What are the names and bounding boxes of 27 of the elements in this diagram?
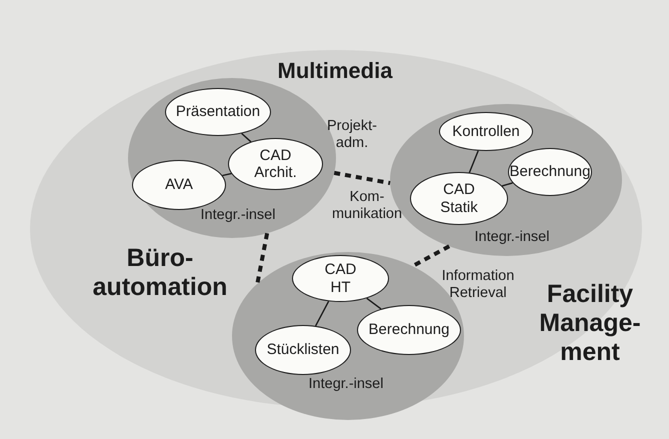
- area-title: Facility Manage- ment: [538, 280, 642, 366]
- system-ellipse: AVA: [132, 160, 226, 210]
- region-label: Projekt- adm.: [326, 118, 378, 152]
- connector-line: [366, 298, 382, 310]
- region-label: Kom- munikation: [330, 189, 404, 222]
- dashed-connector: [334, 170, 390, 186]
- system-ellipse: CAD Archit.: [228, 138, 323, 190]
- region-label: Integr.-insel: [200, 207, 276, 224]
- region-label: Integr.-insel: [474, 229, 550, 246]
- system-ellipse: CAD Statik: [410, 172, 508, 225]
- system-ellipse: Kontrollen: [439, 112, 533, 151]
- system-ellipse: Präsentation: [165, 88, 271, 136]
- connector-line: [222, 172, 232, 176]
- connector-line: [241, 132, 252, 142]
- system-ellipse: CAD HT: [292, 255, 389, 302]
- system-ellipse: Berechnung: [508, 148, 592, 196]
- dashed-connector: [255, 232, 270, 284]
- system-ellipse: Berechnung: [357, 305, 461, 355]
- connector-line: [502, 182, 513, 187]
- dashed-connector: [412, 244, 450, 268]
- connector-line: [314, 300, 330, 326]
- connector-line: [468, 150, 479, 173]
- area-title: Multimedia: [276, 58, 394, 84]
- region-label: Integr.-insel: [308, 376, 384, 393]
- system-ellipse: Stücklisten: [255, 325, 351, 375]
- area-title: Büro- automation: [92, 244, 228, 302]
- region-label: Information Retrieval: [440, 268, 516, 302]
